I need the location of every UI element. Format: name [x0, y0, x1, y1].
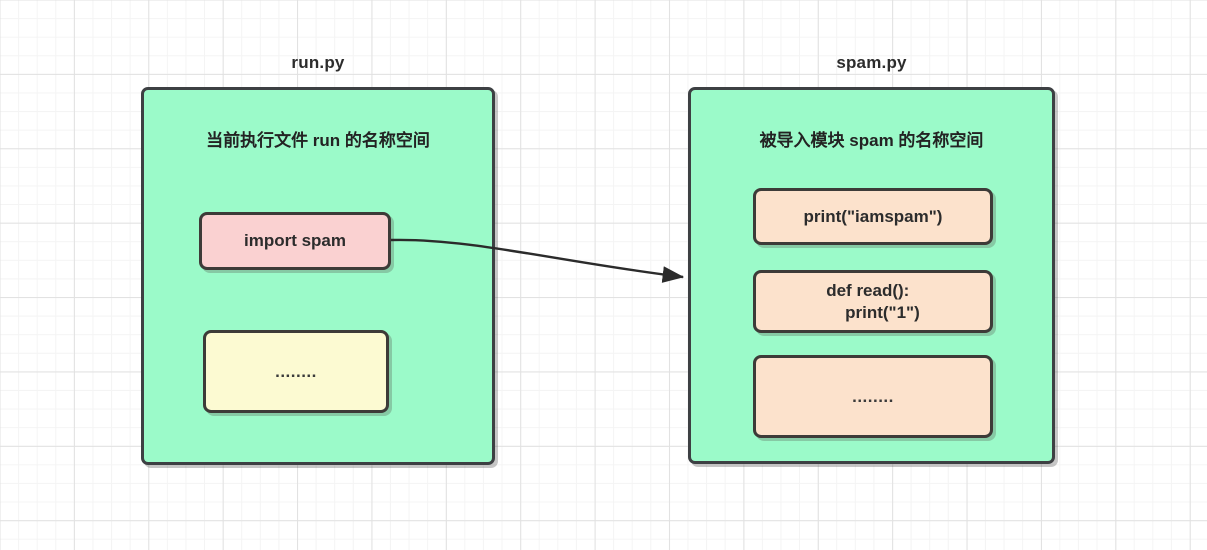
ellipsis-text-right: ........: [852, 386, 894, 406]
namespace-heading-run: 当前执行文件 run 的名称空间: [206, 131, 430, 150]
code-box-right-ellipsis[interactable]: ........: [753, 355, 993, 438]
file-title-spam: spam.py: [836, 53, 907, 72]
ellipsis-text-left: ........: [275, 361, 317, 381]
def-read-line-2: print("1"): [826, 302, 920, 322]
namespace-panel-run: 当前执行文件 run 的名称空间 import spam ........: [141, 87, 495, 465]
code-box-def-read-label: def read(): print("1"): [826, 280, 920, 324]
code-box-import-spam[interactable]: import spam: [199, 212, 391, 270]
code-box-def-read[interactable]: def read(): print("1"): [753, 270, 993, 333]
code-box-import-spam-label: import spam: [243, 231, 347, 251]
code-box-print-iamspam[interactable]: print("iamspam"): [753, 188, 993, 245]
file-title-run: run.py: [291, 53, 345, 72]
def-read-line-1: def read():: [826, 280, 910, 300]
code-box-print-iamspam-label: print("iamspam"): [803, 206, 943, 226]
code-box-left-ellipsis[interactable]: ........: [203, 330, 389, 413]
namespace-heading-spam: 被导入模块 spam 的名称空间: [759, 131, 984, 150]
namespace-panel-spam: 被导入模块 spam 的名称空间 print("iamspam") def re…: [688, 87, 1055, 464]
